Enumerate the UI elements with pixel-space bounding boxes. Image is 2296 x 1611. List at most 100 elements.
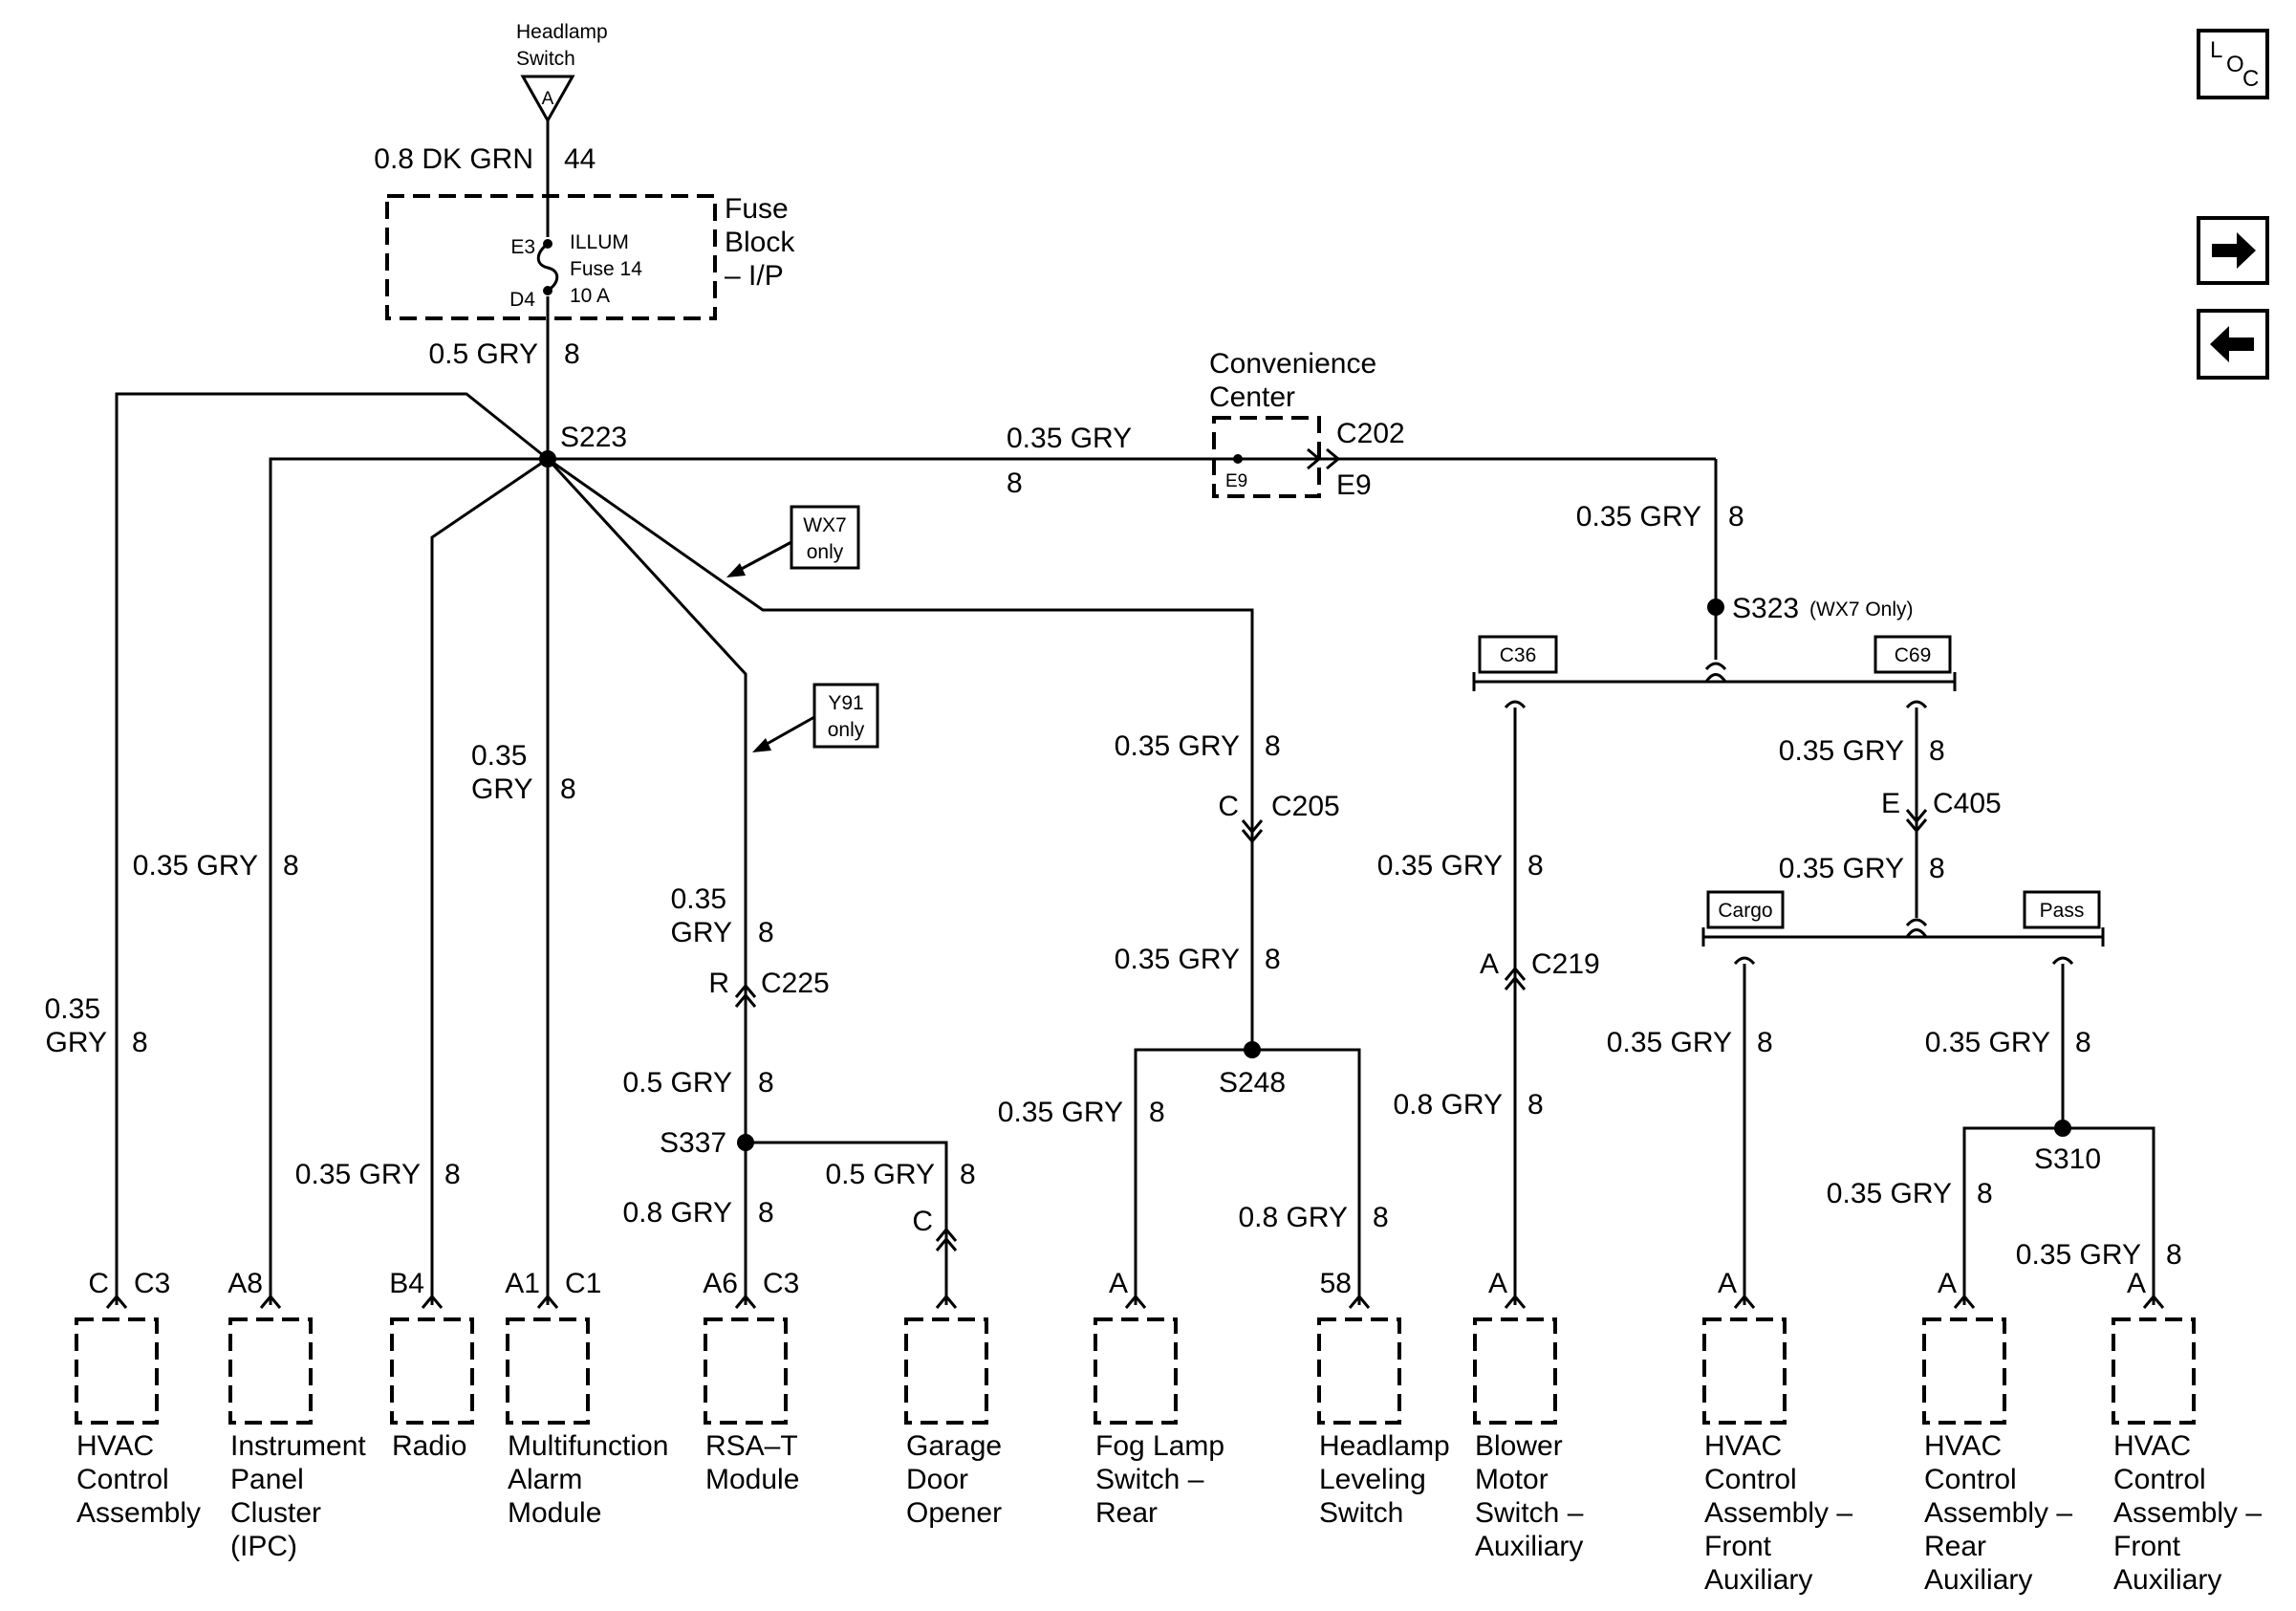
component-box — [228, 1317, 313, 1425]
c205-connector-icon — [1241, 819, 1264, 844]
wire-fog-rear — [1134, 1048, 1252, 1305]
c69-size: 0.35 GRY — [1779, 735, 1904, 767]
pass-badge — [2023, 890, 2101, 929]
rsa-seg2-circuit: 8 — [758, 1067, 774, 1099]
blower-size: 0.35 GRY — [1377, 850, 1503, 882]
splice-s323-label: S323 — [1732, 593, 1799, 624]
component-box — [704, 1317, 788, 1425]
component-name-line: Control — [2113, 1464, 2206, 1495]
component-name-line: Assembly – — [1924, 1497, 2072, 1529]
connector-pin-icon — [1124, 1294, 1147, 1309]
radio-circuit: 8 — [444, 1159, 461, 1190]
component-name-line: Alarm — [508, 1464, 582, 1495]
component-pin: A6 — [703, 1268, 738, 1299]
component-name-line: Cluster — [230, 1497, 321, 1529]
component-name-line: Opener — [906, 1497, 1002, 1529]
source-name-line2: Switch — [516, 48, 575, 70]
right-drop-circuit: 8 — [1728, 501, 1744, 533]
top-run-size: 0.35 GRY — [1007, 423, 1132, 454]
cargo-badge — [1706, 890, 1785, 929]
component-name-line: Garage — [906, 1430, 1002, 1462]
alarm-size-1: 0.35 — [471, 740, 527, 772]
component-name-line: Switch — [1319, 1497, 1403, 1529]
component-name-line: Assembly – — [1704, 1497, 1852, 1529]
alarm-size-2: GRY — [471, 773, 532, 805]
arrow-right-icon — [2212, 232, 2256, 269]
splice-s337-label: S337 — [660, 1127, 726, 1159]
component-pin: A — [1938, 1268, 1957, 1299]
wx7-label-2: only — [807, 541, 844, 563]
blower-seg2-size: 0.8 GRY — [1393, 1089, 1503, 1121]
cargo-break-icon — [1733, 956, 1756, 966]
c225-label: C225 — [761, 968, 830, 999]
wire-headlamp-leveling — [1252, 1048, 1361, 1305]
y91-only-badge — [812, 683, 879, 749]
fog-right-circuit: 8 — [1373, 1202, 1389, 1233]
component-name-line: Instrument — [230, 1430, 366, 1462]
fuse-label-1: ILLUM — [570, 231, 629, 253]
component-pin: B4 — [389, 1268, 424, 1299]
component-box — [75, 1317, 159, 1425]
component-name-line: HVAC — [76, 1430, 154, 1462]
component-name-line: Auxiliary — [1475, 1531, 1583, 1562]
loc-c: C — [2242, 66, 2259, 92]
ipc-circuit: 8 — [283, 850, 299, 882]
front-aux-circuit: 8 — [2166, 1239, 2182, 1271]
c219-connector-icon — [1504, 966, 1527, 991]
component-name-line: Control — [76, 1464, 169, 1495]
component-name-line: Panel — [230, 1464, 304, 1495]
splice-s248-label: S248 — [1219, 1067, 1286, 1099]
component-name-line: (IPC) — [230, 1531, 297, 1562]
arrow-left-icon — [2210, 326, 2254, 362]
pass-circuit: 8 — [2075, 1027, 2091, 1058]
component-name-line: Front — [2113, 1531, 2181, 1562]
wire-hvac-front-aux-2 — [2063, 1126, 2155, 1305]
y91-label-2: only — [828, 719, 865, 741]
blower-circuit: 8 — [1527, 850, 1544, 882]
garage-connector-pin: C — [912, 1206, 933, 1237]
splice-s223-label: S223 — [560, 422, 627, 453]
loc-button[interactable]: L O C — [2197, 29, 2269, 99]
c225-pin: R — [708, 968, 729, 999]
component-name-line: Rear — [1924, 1531, 1986, 1562]
component-name-line: Auxiliary — [1924, 1564, 2032, 1596]
fuse-block-title-1: Fuse — [725, 193, 789, 225]
c205-pin: C — [1218, 791, 1239, 822]
splice-s310-label: S310 — [2034, 1143, 2101, 1175]
c69-circuit: 8 — [1929, 735, 1945, 767]
component-name-line: Assembly – — [2113, 1497, 2262, 1529]
rsa-size-1: 0.35 — [671, 883, 726, 915]
prev-page-button[interactable] — [2197, 309, 2269, 380]
component-name-line: Rear — [1095, 1497, 1158, 1529]
next-page-button[interactable] — [2197, 216, 2269, 285]
s323-break-icon — [1704, 662, 1727, 671]
cc-terminal — [1233, 454, 1243, 464]
connector-pin-icon — [2142, 1294, 2165, 1309]
component-pin: 58 — [1320, 1268, 1352, 1299]
component-pin: A — [1718, 1268, 1737, 1299]
wx7-arrow-icon — [726, 563, 746, 577]
hvac-circuit: 8 — [132, 1027, 148, 1058]
blower-break-icon — [1504, 700, 1527, 709]
rsa-size-2: GRY — [671, 917, 732, 948]
component-box — [506, 1317, 590, 1425]
component-name-line: Auxiliary — [2113, 1564, 2221, 1596]
c219-label: C219 — [1531, 948, 1600, 980]
c202-pin: E9 — [1336, 469, 1372, 501]
loc-l: L — [2210, 37, 2222, 63]
fuse-block-title-2: Block — [725, 227, 795, 258]
wire-ipc — [269, 457, 548, 1305]
component-name-line: Door — [906, 1464, 968, 1495]
component-name-line: Radio — [392, 1430, 466, 1462]
c225-connector-icon — [734, 983, 757, 1008]
pass-size: 0.35 GRY — [1925, 1027, 2050, 1058]
rsa-circuit: 8 — [758, 917, 774, 948]
connector-pin-icon — [1953, 1294, 1976, 1309]
fog-circuit: 8 — [1265, 730, 1281, 762]
